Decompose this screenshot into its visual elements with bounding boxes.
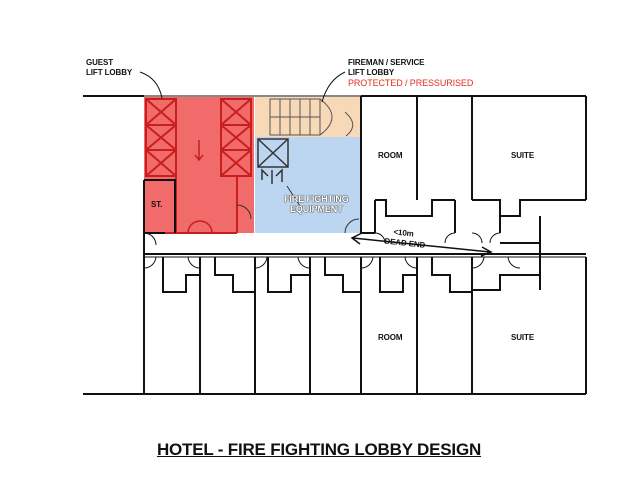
suite-upper-label: SUITE — [511, 151, 535, 160]
room-upper-label: ROOM — [378, 151, 403, 160]
equipment-line2: EQUIPMENT — [290, 204, 343, 214]
room-lower-label: ROOM — [378, 333, 403, 342]
equipment-line1: FIRE FIGHTING — [284, 194, 349, 204]
lobby-door-arc — [187, 220, 213, 234]
fireman-lift-lobby-label: FIREMAN / SERVICE LIFT LOBBY PROTECTED /… — [348, 58, 473, 88]
fireman-lobby-door — [236, 204, 252, 220]
suite-lower-label: SUITE — [511, 333, 535, 342]
leader-lines — [139, 71, 346, 103]
protected-pressurised-label: PROTECTED / PRESSURISED — [348, 78, 474, 88]
guest-lobby-line2: LIFT LOBBY — [86, 68, 133, 77]
stair — [269, 98, 354, 137]
walls — [83, 95, 587, 395]
fireman-lift-shaft — [257, 138, 289, 168]
fireman-lobby-corridor-door — [344, 218, 360, 234]
room-doors — [143, 232, 521, 269]
lobby-arrow — [194, 140, 204, 162]
guest-lobby-line1: GUEST — [86, 58, 114, 67]
fireman-lobby-line1: FIREMAN / SERVICE — [348, 58, 425, 67]
fire-fighting-equipment-icons — [261, 168, 301, 207]
dead-end-arrow — [350, 232, 493, 257]
guest-lift-lobby-label: GUEST LIFT LOBBY — [86, 58, 132, 78]
fire-fighting-equipment-label: FIRE FIGHTING EQUIPMENT — [284, 194, 349, 214]
page-title: HOTEL - FIRE FIGHTING LOBBY DESIGN — [156, 440, 482, 459]
fireman-lobby-line2: LIFT LOBBY — [348, 68, 395, 77]
store-label: ST. — [151, 200, 163, 209]
